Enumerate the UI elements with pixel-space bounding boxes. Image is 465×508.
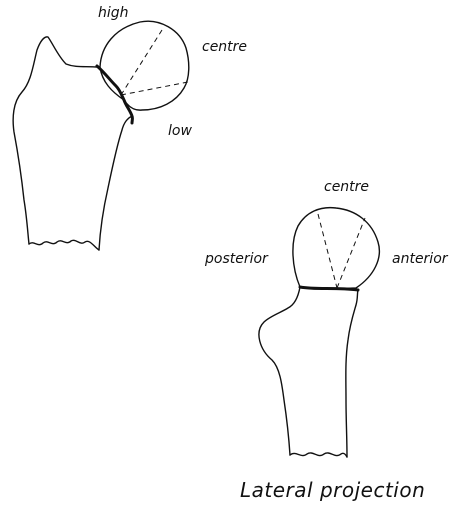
lower-femur-outline [259, 287, 358, 457]
lower-dashed-line-anterior [337, 218, 365, 288]
lower-femur-drawing [259, 208, 379, 457]
upper-femur-outline [13, 37, 132, 250]
lower-joint-line [300, 287, 358, 290]
label-posterior: posterior [205, 252, 268, 266]
upper-femur-drawing [13, 21, 189, 250]
upper-femoral-head [100, 21, 189, 110]
upper-shaft-cut [29, 240, 99, 250]
label-anterior: anterior [392, 252, 448, 266]
upper-dashed-line-low [121, 82, 188, 95]
label-low: low [168, 124, 192, 138]
label-upper-centre: centre [202, 40, 247, 54]
label-lower-centre: centre [324, 180, 369, 194]
lower-dashed-line-posterior [318, 214, 337, 288]
upper-dashed-line-high [121, 30, 162, 95]
label-high: high [98, 6, 129, 20]
caption-lateral-projection: Lateral projection [240, 480, 425, 500]
lower-femoral-head [293, 208, 379, 289]
lower-shaft-cut [290, 453, 347, 457]
